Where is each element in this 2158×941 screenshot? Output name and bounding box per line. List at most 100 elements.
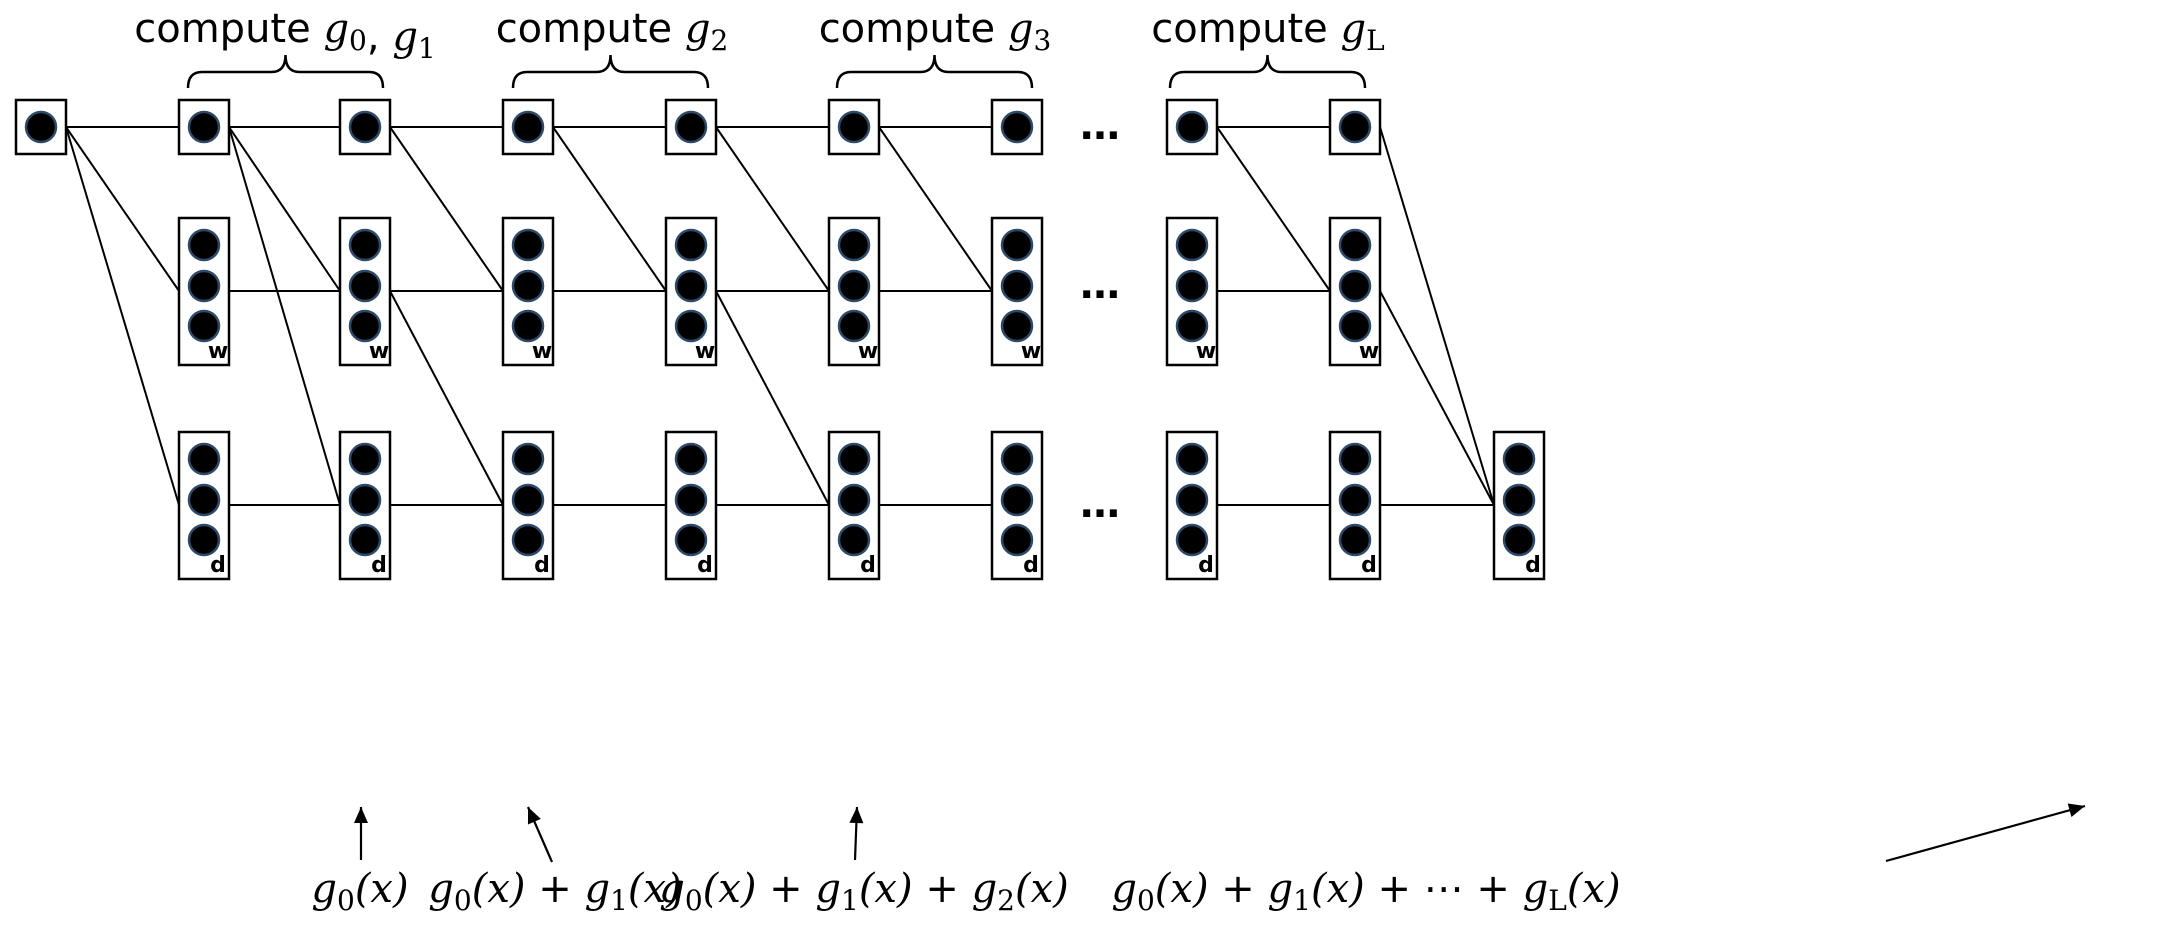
box-size-label: d	[371, 553, 387, 578]
edge-line	[65, 126, 180, 292]
output-labels: g0(x)g0(x) + g1(x)g0(x) + g1(x) + g2(x)g…	[311, 866, 1620, 917]
compute-label-1: compute g2	[496, 6, 729, 57]
neuron-node	[187, 442, 221, 476]
neuron-node	[674, 523, 708, 557]
compute-braces	[186, 54, 1367, 89]
width-box-5: w	[990, 216, 1044, 367]
neuron-node	[1338, 228, 1372, 262]
box-size-label: d	[860, 553, 876, 578]
neuron-node	[1175, 309, 1209, 343]
edge-line	[65, 126, 180, 506]
neuron-node	[187, 228, 221, 262]
edge-line	[389, 290, 504, 506]
neuron-node	[187, 523, 221, 557]
width-box-2: w	[501, 216, 555, 367]
compute-label-0: compute g0, g1	[134, 6, 436, 65]
output-arrows	[354, 803, 2086, 863]
top-box-1	[338, 98, 392, 156]
brace	[835, 54, 1034, 89]
arrow-head	[2067, 803, 2085, 818]
box-size-label: w	[858, 339, 878, 364]
neuron-node	[674, 442, 708, 476]
neuron-node	[1502, 523, 1536, 557]
edge-line	[228, 126, 341, 292]
edge-line	[1379, 290, 1495, 506]
neuron-node	[1175, 483, 1209, 517]
neuron-node	[1338, 523, 1372, 557]
top-box-4	[827, 98, 881, 156]
ellipsis-2: …	[1080, 481, 1120, 527]
ellipsis-0: …	[1080, 103, 1120, 149]
width-box-0: w	[177, 216, 231, 367]
neuron-node	[1338, 269, 1372, 303]
box-size-label: w	[1359, 339, 1379, 364]
neuron-node	[1338, 442, 1372, 476]
brace	[511, 54, 710, 89]
depth-box-0: d	[177, 430, 231, 581]
box-size-label: w	[1196, 339, 1216, 364]
width-box-1: w	[338, 216, 392, 367]
depth-box-1: d	[338, 430, 392, 581]
box-size-label: w	[1021, 339, 1041, 364]
compute-label-3: compute gL	[1151, 6, 1384, 57]
neuron-node	[348, 269, 382, 303]
top-box-5	[990, 98, 1044, 156]
neuron-node	[187, 309, 221, 343]
box-size-label: d	[534, 553, 550, 578]
output-label-0: g0(x)	[311, 866, 408, 917]
neuron-node	[1000, 483, 1034, 517]
top-box-2	[501, 98, 555, 156]
neuron-node	[1000, 523, 1034, 557]
depth-box-4: d	[827, 430, 881, 581]
edge-line	[552, 126, 667, 292]
output-box: d	[1492, 430, 1546, 581]
neuron-node	[1175, 523, 1209, 557]
connection-edges	[65, 126, 1495, 506]
edge-line	[715, 126, 830, 292]
neuron-node	[511, 442, 545, 476]
width-box-7: w	[1328, 216, 1382, 367]
box-size-label: d	[1198, 553, 1214, 578]
neuron-node	[348, 442, 382, 476]
neuron-node	[187, 110, 221, 144]
top-box-3	[664, 98, 718, 156]
neuron-node	[348, 523, 382, 557]
neuron-node	[1000, 309, 1034, 343]
box-size-label: w	[369, 339, 389, 364]
edge-line	[715, 290, 830, 506]
neuron-node	[187, 269, 221, 303]
neuron-node	[187, 483, 221, 517]
edge-line	[389, 126, 504, 292]
depth-box-5: d	[990, 430, 1044, 581]
top-box-6	[1165, 98, 1219, 156]
neuron-node	[1175, 228, 1209, 262]
box-size-label: d	[1525, 553, 1541, 578]
box-size-label: d	[1361, 553, 1377, 578]
neuron-node	[837, 309, 871, 343]
box-size-label: d	[1023, 553, 1039, 578]
neuron-node	[1338, 110, 1372, 144]
neuron-node	[348, 110, 382, 144]
neuron-node	[674, 483, 708, 517]
output-label-1: g0(x) + g1(x)	[428, 866, 681, 917]
ellipsis-1: …	[1080, 262, 1120, 308]
neuron-node	[837, 483, 871, 517]
neuron-node	[674, 269, 708, 303]
neuron-node	[1175, 269, 1209, 303]
ellipsis-markers: … … …	[1080, 103, 1120, 527]
width-box-6: w	[1165, 216, 1219, 367]
neuron-node	[511, 110, 545, 144]
arrow-shaft	[1885, 804, 2086, 863]
neuron-node	[511, 523, 545, 557]
neuron-node	[511, 269, 545, 303]
neuron-node	[674, 110, 708, 144]
input-node-box	[14, 98, 68, 156]
edge-line	[878, 126, 993, 292]
neuron-node	[1338, 483, 1372, 517]
box-size-label: w	[532, 339, 552, 364]
arrow-head	[354, 807, 368, 823]
brace	[1168, 54, 1367, 89]
depth-box-7: d	[1328, 430, 1382, 581]
